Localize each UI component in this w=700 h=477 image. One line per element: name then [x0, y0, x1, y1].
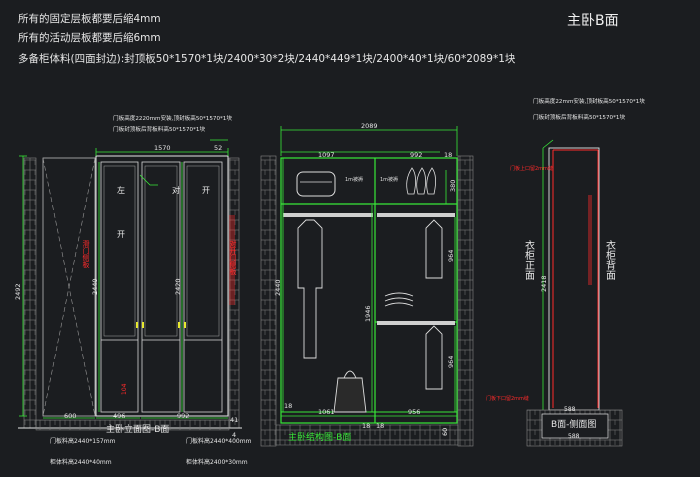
front-door-3-panel	[186, 165, 220, 337]
struct-dim-right-lower: 964	[447, 356, 455, 368]
clothes-stack-icon	[406, 167, 436, 195]
coat-icon-1	[297, 219, 323, 359]
front-top-note-2: 门板封顶板后背板料高50*1570*1块	[113, 125, 205, 133]
front-dim-bottom-mid: 496	[113, 412, 125, 420]
struct-floor	[275, 424, 459, 446]
front-door-1-panel	[103, 165, 136, 337]
struct-dim-bottom-small-1: 18	[362, 422, 370, 430]
front-bottom-note-left-2: 柜体料高2440*40mm	[50, 458, 112, 466]
sheet-title: 主卧B面	[567, 13, 619, 29]
side-red-bar	[588, 195, 592, 285]
side-view: 门板高度22mm安装,顶封板高50*1570*1块 门板封顶板后背板料高50*1…	[486, 97, 645, 447]
front-dim-total-height: 2492	[14, 283, 22, 300]
front-main-cabinet	[95, 155, 229, 417]
quilt-icon-1	[296, 171, 336, 197]
front-bottom-note-left-1: 门板料高2440*157mm	[50, 437, 116, 445]
handbag-handle	[343, 370, 357, 379]
front-door-2-panel	[144, 165, 178, 337]
note-fixed-shelf: 所有的固定层板都要后缩4mm	[18, 13, 161, 25]
front-door-1	[100, 161, 139, 413]
front-dimensions	[19, 139, 229, 419]
structure-view: 1m被褥 1m被褥	[260, 122, 474, 447]
struct-right-wall	[457, 155, 474, 447]
side-dim-height: 2418	[540, 275, 548, 292]
struct-dim-total-width: 2089	[361, 122, 378, 130]
front-red-bar	[229, 215, 235, 305]
front-dim-left-body: 2440	[91, 278, 99, 295]
side-leader	[542, 139, 554, 149]
front-handle-1	[136, 322, 138, 328]
front-red-note-left: 滑门侧板	[82, 239, 90, 269]
front-bottom-note-right-1: 门板料高2440*400mm	[186, 437, 252, 445]
front-caption: 主卧立面图-B面	[106, 423, 169, 435]
struct-carcass	[280, 157, 458, 424]
struct-rod-right-bottom	[377, 321, 455, 325]
struct-left-wall	[260, 155, 277, 447]
door-label-left-2: 开	[117, 230, 125, 239]
struct-caption: 主卧结构图-B面	[288, 431, 351, 443]
front-dim-bottom-right: 992	[177, 412, 189, 420]
struct-dim-right-width: 992	[410, 151, 422, 159]
front-dim-right-body: 2420	[174, 278, 182, 295]
front-dim-small: 104	[121, 383, 128, 395]
struct-dim-left-width: 1097	[318, 151, 335, 159]
note-spare-material: 多备柜体料(四面封边):封顶板50*1570*1块/2400*30*2块/244…	[18, 53, 516, 65]
struct-item-label-mid: 1m被褥	[380, 176, 398, 183]
struct-rod-right-top	[377, 213, 455, 217]
note-movable-shelf: 所有的活动层板都要后缩6mm	[18, 32, 161, 44]
side-right-label: 衣柜背面	[604, 239, 616, 281]
struct-dim-top-shelf: 380	[449, 180, 457, 192]
struct-dim-left-height: 2440	[274, 279, 282, 296]
struct-dim-bottom-left: 1061	[318, 408, 335, 416]
struct-dim-bottom-edge: 60	[441, 428, 449, 436]
front-bottom-note-right-2: 柜体料高2400*30mm	[186, 458, 248, 466]
coat-icon-2	[425, 219, 443, 279]
front-door-2	[141, 161, 181, 413]
door-label-right-2: 开	[202, 186, 210, 195]
struct-item-label-left: 1m被褥	[345, 176, 363, 183]
front-dim-total-width: 1570	[154, 144, 171, 152]
front-red-note-right: 对开门侧板	[229, 239, 237, 276]
front-left-wall	[23, 157, 37, 429]
front-top-note-1: 门板高度2220mm安装,顶封板高50*1570*1块	[113, 114, 232, 122]
front-dim-bottom-left: 600	[64, 412, 76, 420]
handbag-icon	[333, 377, 367, 413]
front-dim-bottom-edge: 4	[232, 431, 236, 439]
side-dim-base-outer: 588	[568, 433, 580, 440]
side-red-note-bottom: 门板下口留2mm缝	[486, 395, 529, 402]
front-left-diag-2	[42, 157, 96, 417]
front-dim-top-right: 52	[214, 144, 222, 152]
side-red-note-top: 门板上口留2mm缝	[510, 165, 553, 172]
struct-dim-side-18: 18	[284, 402, 292, 410]
side-top-note-1: 门板高度22mm安装,顶封板高50*1570*1块	[533, 97, 645, 105]
front-floor-bricks	[35, 419, 230, 431]
struct-dim-bottom-right: 956	[408, 408, 420, 416]
side-left-label: 衣柜正面	[523, 239, 535, 281]
front-handle-3	[178, 322, 180, 328]
struct-rod-left	[283, 213, 373, 217]
front-door-3	[183, 161, 223, 413]
trousers-icon	[384, 292, 414, 307]
struct-dimensions	[280, 126, 458, 417]
door-label-right-1: 对	[172, 185, 180, 195]
coat-icon-3	[425, 325, 443, 390]
front-left-cabinet	[42, 157, 96, 417]
side-caption-box	[541, 413, 609, 439]
side-top-note-2: 门板封顶板后背板料高50*1570*1块	[533, 113, 625, 121]
struct-dim-mid-height: 1946	[364, 305, 372, 322]
side-dim-base-inner: 588	[564, 406, 576, 413]
door-label-left-1: 左	[117, 185, 125, 195]
side-caption: B面-侧面图	[551, 418, 596, 430]
struct-dim-right-upper: 964	[447, 250, 455, 262]
front-handle-4	[184, 322, 186, 328]
struct-dim-bottom-small-2: 18	[376, 422, 384, 430]
struct-dim-top-right: 18	[444, 151, 452, 159]
front-dim-base: 41	[230, 416, 238, 424]
front-handle-2	[142, 322, 144, 328]
front-view: 左 开 对 开 1570 52 2492 2440 2420	[14, 114, 252, 466]
